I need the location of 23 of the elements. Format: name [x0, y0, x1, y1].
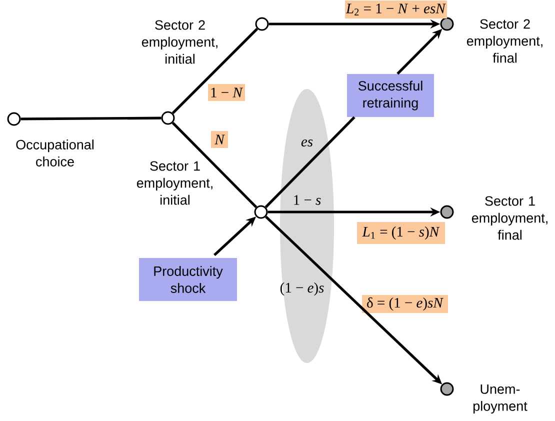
connector-line: [172, 28, 258, 114]
node-caption: Unem- ployment: [473, 384, 528, 414]
node-caption: Sector 2 employment, final: [466, 19, 542, 63]
edge-label: (1 − e)s: [280, 282, 324, 296]
edge-label: es: [301, 140, 313, 146]
formula-box: 1 − N: [208, 84, 245, 101]
circle-node: [254, 205, 268, 219]
text-label: Sector 2 employment, initial: [142, 20, 218, 64]
node-caption: Occupational choice: [16, 140, 94, 166]
event-box: Productivity shock: [139, 258, 237, 301]
formula-box: L$_{1}$ = (1 − s)N: [357, 222, 445, 244]
formula-box: N: [211, 131, 228, 148]
edge-label: 1 − s: [294, 195, 321, 205]
formula-box: L$_{2}$ = 1 − N + esN: [345, 0, 447, 18]
connector-line: [172, 122, 258, 208]
event-box: Successful retraining: [347, 74, 434, 117]
connector-line: [264, 116, 356, 208]
formula-box: δ = (1 − e)sN: [362, 295, 448, 313]
circle-node: [161, 111, 175, 125]
circle-node: [255, 17, 269, 31]
node-caption: Sector 1 employment, final: [472, 196, 548, 240]
connector-line: [20, 116, 162, 120]
text-label: Sector 1 employment, initial: [136, 161, 212, 205]
